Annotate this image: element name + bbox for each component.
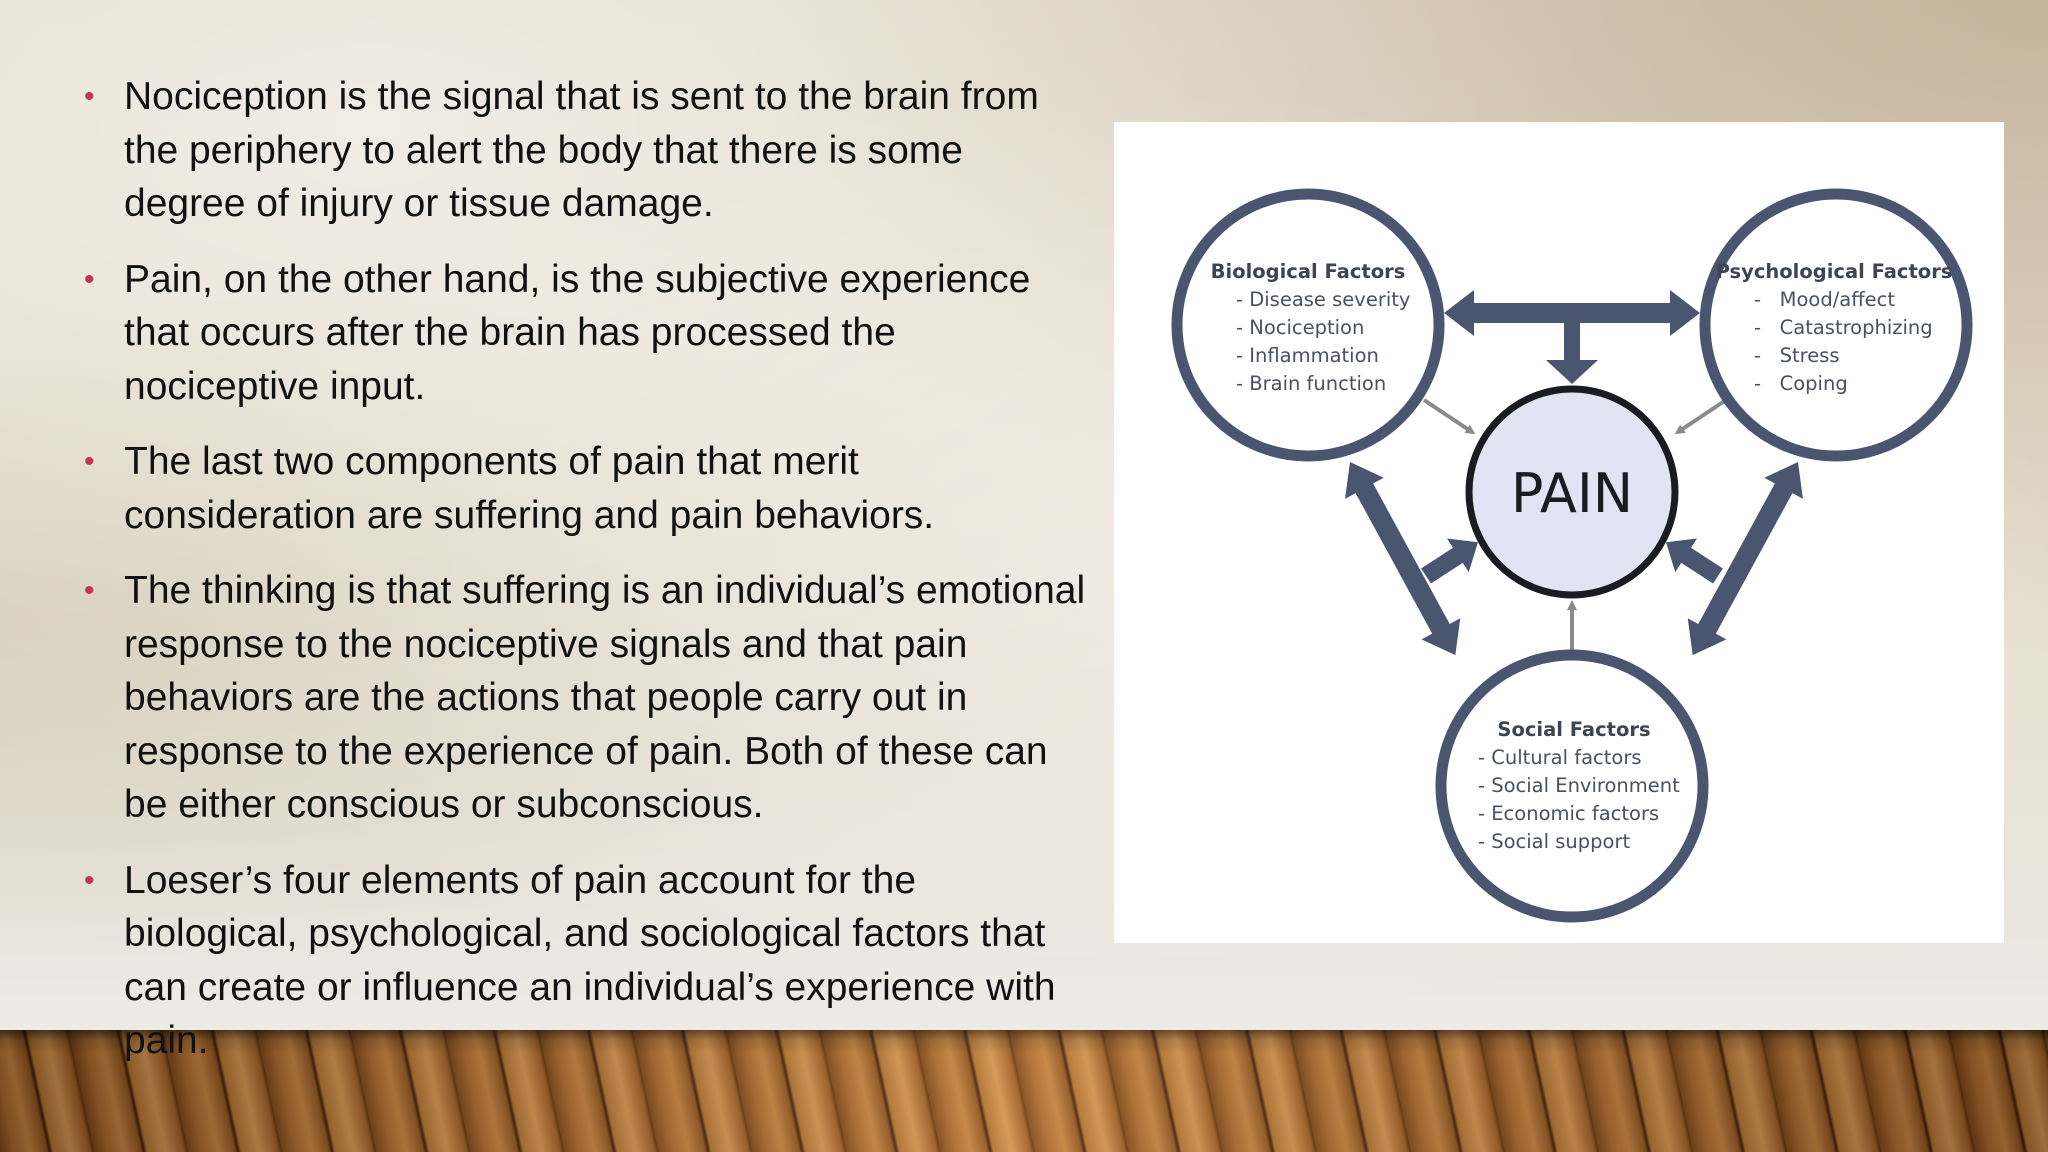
arrow-right-branch-to-pain xyxy=(1666,538,1723,584)
bullet-text: The last two components of pain that mer… xyxy=(124,440,935,537)
biological-item: - Disease severity xyxy=(1236,288,1410,311)
psychological-title: Psychological Factors xyxy=(1716,260,1953,283)
psychological-item: - Coping xyxy=(1754,372,1848,395)
double-arrow-psych-social xyxy=(1687,462,1803,656)
pain-circle xyxy=(1465,385,1679,599)
social-item: - Social Environment xyxy=(1478,774,1680,797)
bullet-list: • Nociception is the signal that is sent … xyxy=(82,70,1092,1090)
bullet-item: • The last two components of pain that me… xyxy=(82,435,1092,542)
biological-item: - Inflammation xyxy=(1236,344,1379,367)
social-title: Social Factors xyxy=(1497,718,1650,741)
bullet-item: • Nociception is the signal that is sent … xyxy=(82,70,1092,231)
social-item: - Economic factors xyxy=(1478,802,1659,825)
double-arrow-bio-social xyxy=(1345,462,1461,656)
bullet-text: Nociception is the signal that is sent t… xyxy=(124,75,1039,225)
pain-label: PAIN xyxy=(1511,462,1633,525)
psychological-item: - Catastrophizing xyxy=(1754,316,1933,339)
bullet-item: • The thinking is that suffering is an in… xyxy=(82,564,1092,832)
thin-arrow-psych-to-pain xyxy=(1674,398,1728,435)
bullet-marker: • xyxy=(84,262,95,296)
diagram-card: PAIN Biological Factors - Disease severi… xyxy=(1114,122,2004,943)
thin-arrow-bio-to-pain xyxy=(1422,398,1476,435)
bullet-marker: • xyxy=(84,863,95,897)
bullet-item: • Loeser’s four elements of pain account … xyxy=(82,854,1092,1068)
psychological-circle xyxy=(1699,188,1973,462)
wood-floor xyxy=(0,1030,2048,1152)
bullet-item: • Pain, on the other hand, is the subject… xyxy=(82,253,1092,414)
biological-title: Biological Factors xyxy=(1211,260,1406,283)
social-item: - Cultural factors xyxy=(1478,746,1642,769)
bullet-text: Pain, on the other hand, is the subjecti… xyxy=(124,257,1031,408)
bullet-marker: • xyxy=(84,574,95,607)
social-circle xyxy=(1435,649,1709,923)
arrow-top-to-pain xyxy=(1546,323,1598,384)
bullet-text: Loeser’s four elements of pain account f… xyxy=(124,858,1056,1063)
wood-floor-shade xyxy=(0,1030,2048,1152)
psychological-item: - Stress xyxy=(1754,344,1840,367)
biological-item: - Brain function xyxy=(1236,372,1386,395)
bullet-marker: • xyxy=(84,445,95,478)
biopsychosocial-diagram: PAIN Biological Factors - Disease severi… xyxy=(1171,188,1973,923)
biological-item: - Nociception xyxy=(1236,316,1364,339)
bullet-marker: • xyxy=(84,80,95,113)
biological-circle xyxy=(1171,188,1445,462)
bullet-text: The thinking is that suffering is an ind… xyxy=(124,569,1086,826)
social-item: - Social support xyxy=(1478,830,1630,853)
double-arrow-bio-psych xyxy=(1444,290,1700,336)
psychological-item: - Mood/affect xyxy=(1754,288,1895,311)
arrow-left-branch-to-pain xyxy=(1421,538,1478,584)
